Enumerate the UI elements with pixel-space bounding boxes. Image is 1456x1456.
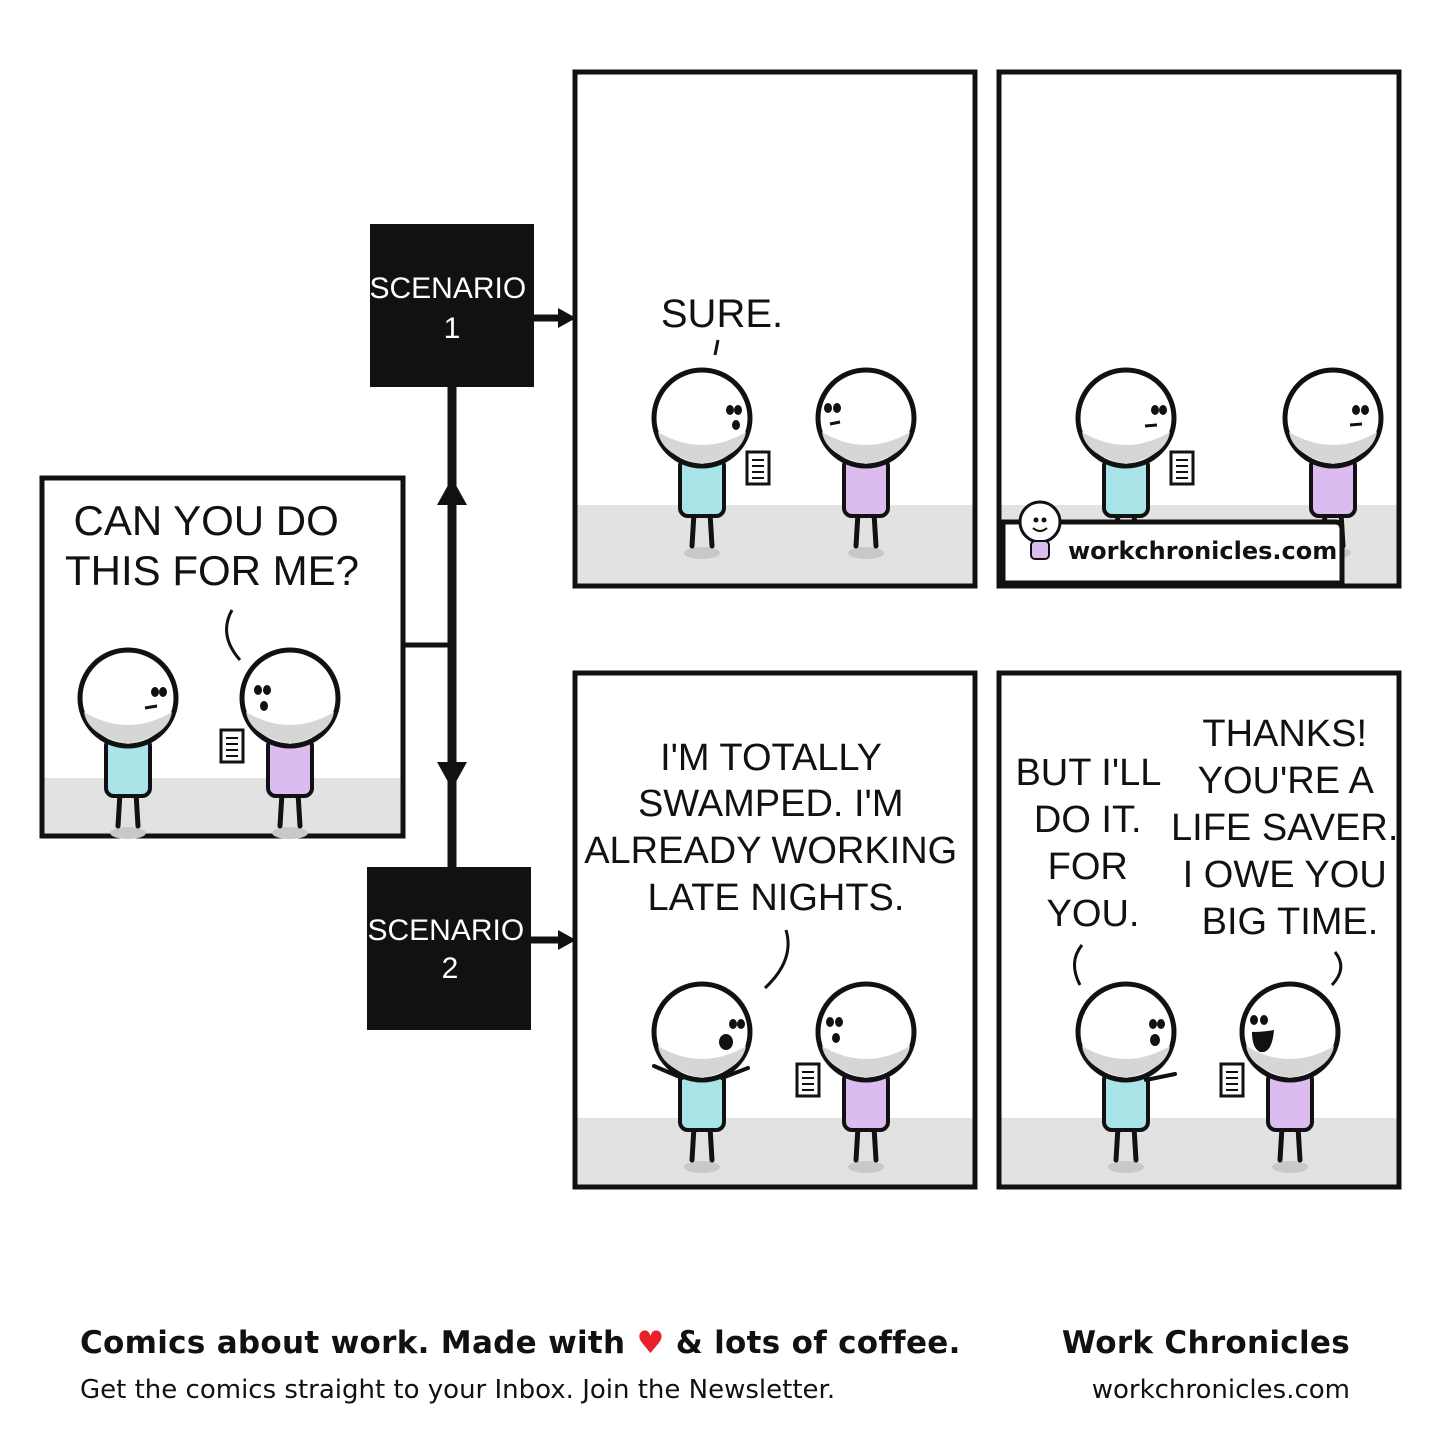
face	[1149, 1019, 1165, 1046]
face	[719, 1019, 745, 1050]
speech-line: CAN YOU DO	[74, 497, 339, 544]
paper-sheet	[219, 728, 245, 764]
panel-scenario1-first: SURE.	[572, 69, 978, 589]
tagline-text-after: & lots of coffee.	[675, 1325, 961, 1361]
speech-line: BUT I'LL	[1015, 752, 1160, 794]
face	[826, 1017, 843, 1043]
arrow-right-icon	[558, 930, 576, 950]
svg-text:SCENARIO 2: SCENARIO 2	[367, 914, 532, 985]
speech-line: THIS FOR ME?	[65, 547, 359, 594]
tagline-text-before: Comics about work. Made with	[80, 1325, 626, 1361]
scenario-2-label: SCENARIO 2	[367, 867, 532, 1030]
speech-bubble-thanks: THANKS! YOU'RE A LIFE SAVER. I OWE YOU B…	[1171, 713, 1409, 943]
scenario-1-label: SCENARIO 1	[369, 224, 534, 387]
face	[726, 405, 742, 430]
speech-bubble-swamped: I'M TOTALLY SWAMPED. I'M ALREADY WORKING…	[584, 737, 968, 919]
speech-bubble-start: CAN YOU DO THIS FOR ME?	[65, 497, 359, 594]
face	[1144, 405, 1167, 428]
speech-line: I'M TOTALLY	[660, 737, 882, 779]
speech-line: SWAMPED. I'M	[638, 783, 904, 825]
panel-scenario1-second: workchronicles.com	[996, 69, 1402, 589]
speech-bubble-but-ill: BUT I'LL DO IT. FOR YOU.	[1015, 752, 1170, 935]
footer-tagline: Comics about work. Made with ♥ & lots of…	[80, 1325, 961, 1361]
paper-sheet	[1219, 1062, 1245, 1098]
face	[254, 685, 271, 711]
arrow-up-icon	[437, 478, 467, 505]
paper-sheet	[1169, 450, 1195, 486]
arrow-down-icon	[437, 762, 467, 789]
panel-start: CAN YOU DO THIS FOR ME?	[39, 475, 406, 839]
flow-connectors	[403, 308, 576, 950]
speech-line: YOU'RE A	[1198, 760, 1375, 802]
paper-sheet	[795, 1062, 821, 1098]
speech-line: THANKS!	[1202, 713, 1367, 755]
speech-line: ALREADY WORKING	[584, 830, 957, 872]
footer-brand: Work Chronicles	[1061, 1325, 1350, 1361]
speech-line: SURE.	[661, 292, 783, 336]
paper-sheet	[745, 450, 771, 486]
svg-text:SCENARIO 1: SCENARIO 1	[369, 272, 534, 345]
panel-scenario2-first: I'M TOTALLY SWAMPED. I'M ALREADY WORKING…	[572, 670, 978, 1190]
face	[1250, 1015, 1274, 1053]
footer-site-link[interactable]: workchronicles.com	[1091, 1375, 1350, 1405]
speech-bubble-sure: SURE.	[661, 292, 783, 336]
speech-line: LATE NIGHTS.	[648, 877, 905, 919]
speech-line: DO IT.	[1034, 799, 1142, 841]
watermark-badge: workchronicles.com	[1000, 500, 1345, 586]
footer-newsletter[interactable]: Get the comics straight to your Inbox. J…	[80, 1375, 836, 1405]
speech-line: BIG TIME.	[1202, 901, 1379, 943]
arrow-right-icon	[558, 308, 576, 328]
heart-icon: ♥	[636, 1325, 665, 1361]
face	[144, 687, 167, 710]
speech-line: LIFE SAVER.	[1171, 807, 1398, 849]
speech-line: I OWE YOU	[1183, 854, 1387, 896]
face	[824, 403, 841, 426]
watermark-text: workchronicles.com	[1068, 537, 1337, 565]
face	[1349, 405, 1369, 427]
panel-scenario2-second: BUT I'LL DO IT. FOR YOU. THANKS! YOU'RE …	[996, 670, 1409, 1190]
speech-line: YOU.	[1047, 893, 1140, 935]
speech-line: FOR	[1048, 846, 1128, 888]
